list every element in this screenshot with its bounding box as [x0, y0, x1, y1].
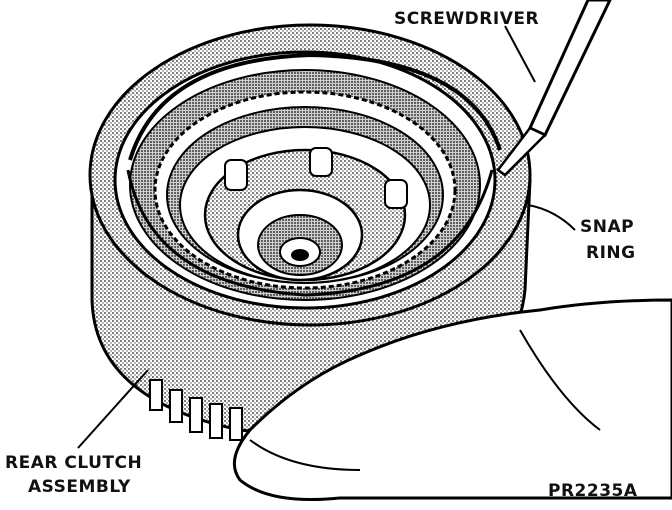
label-rear-clutch-line2: ASSEMBLY: [28, 477, 131, 497]
label-snap-ring-line2: RING: [586, 243, 636, 263]
label-rear-clutch-line1: REAR CLUTCH: [5, 453, 143, 473]
screwdriver: [496, 0, 612, 177]
figure-id: PR2235A: [548, 481, 638, 501]
leader-lines: [77, 25, 605, 499]
label-screwdriver: SCREWDRIVER: [394, 9, 540, 29]
drum-splines: [149, 379, 243, 441]
snap-ring: [128, 52, 502, 161]
label-snap-ring-line1: SNAP: [580, 217, 635, 237]
clutch-hub: [203, 147, 408, 282]
hand: [232, 298, 672, 501]
